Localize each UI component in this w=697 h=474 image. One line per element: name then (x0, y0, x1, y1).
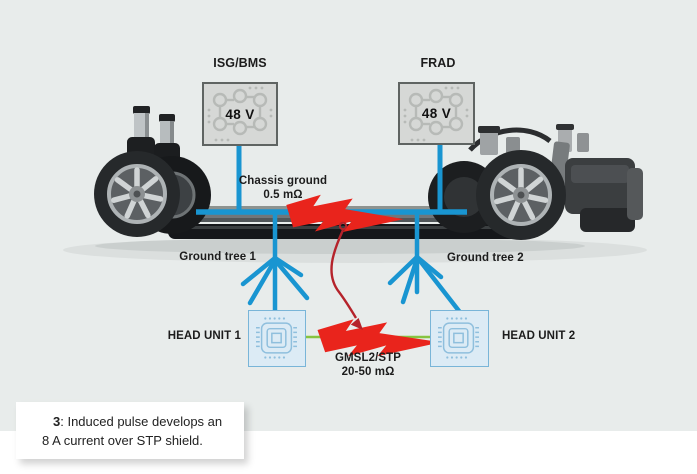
frad-module: 48 V (398, 82, 475, 145)
front-wheel-near (476, 150, 566, 240)
chip-icon (256, 317, 297, 359)
caption-line-2: 8 A current over STP shield. (42, 432, 203, 448)
head-unit-2-module (430, 310, 489, 367)
head-unit-2-label: HEAD UNIT 2 (502, 330, 576, 342)
gmsl-pulse-lightning-icon (317, 319, 442, 357)
chassis-ground-annotation: Chassis ground 0.5 mΩ (238, 175, 328, 201)
ground-tree-2-lines (387, 211, 462, 314)
chassis-pulse-lightning-icon (286, 194, 404, 232)
caption-number: 3 (53, 414, 61, 429)
ground-shadow (63, 237, 647, 263)
caption-box: 3: Induced pulse develops an 8 A current… (16, 402, 244, 459)
ground-tree-1-lines (240, 211, 310, 314)
isg-bms-module: 48 V (202, 82, 278, 146)
head-unit-1-label: HEAD UNIT 1 (167, 330, 241, 342)
caption-line-1: : Induced pulse develops an (60, 414, 223, 429)
ground-tree-2-label: Ground tree 2 (447, 252, 524, 264)
circuit-board-icon (207, 86, 273, 142)
isg-bms-label: ISG/BMS (213, 56, 267, 70)
head-unit-1-module (248, 310, 306, 367)
induced-current-arrow (330, 221, 363, 330)
isg-voltage: 48 V (225, 106, 255, 122)
circuit-board-icon (403, 86, 469, 142)
frad-label: FRAD (420, 56, 456, 70)
chip-icon (438, 317, 479, 359)
gmsl-stp-annotation: GMSL2/STP 20-50 mΩ (334, 352, 402, 378)
rear-wheel-near (94, 151, 180, 237)
ground-tree-1-label: Ground tree 1 (179, 251, 256, 263)
frad-voltage: 48 V (421, 106, 452, 121)
